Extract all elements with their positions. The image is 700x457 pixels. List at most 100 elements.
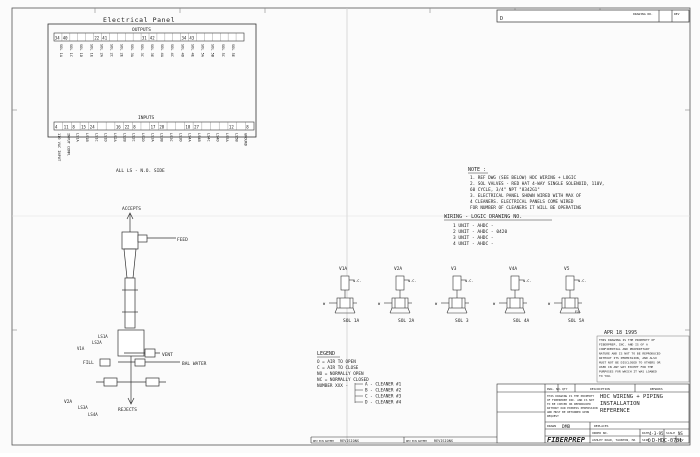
revisions-label-left: REVISIONS bbox=[340, 439, 359, 443]
drawn-label: DRAWN bbox=[547, 424, 556, 428]
legend-cleaner: D - CLEANER #4 bbox=[365, 400, 402, 406]
proprietary-line: AND MUST BE RETURNED UPON bbox=[547, 410, 589, 414]
qty-label: QTY bbox=[562, 387, 568, 391]
valve-w-mark: W bbox=[378, 302, 381, 306]
stamp-line: CONFIDENTIAL AND PROPRIETARY bbox=[599, 347, 650, 351]
valve-nc-mark: N.C. bbox=[408, 279, 416, 283]
output-label: SOL 1D bbox=[79, 44, 83, 57]
legend-cleaners: A - CLEANER #1B - CLEANER #2C - CLEANER … bbox=[355, 382, 402, 406]
dwg-no-label: DWG. NO. bbox=[547, 387, 562, 391]
solenoid-valve-5 bbox=[554, 275, 582, 314]
wiring-logic-item: 2 UNIT - AHDC - 0420 bbox=[453, 229, 507, 235]
valve-ex-mark: EX. bbox=[575, 310, 581, 314]
legend-cleaner: B - CLEANER #2 bbox=[365, 388, 402, 394]
input-label: LS4A bbox=[188, 133, 192, 142]
rejects-label: REJECTS bbox=[118, 407, 137, 413]
cleaner-head bbox=[121, 231, 139, 250]
stamp-line: THIS DRAWING IS THE PROPERTY OF bbox=[599, 338, 655, 342]
input-label: LS3B bbox=[160, 133, 164, 142]
input-terminal-number: 4 bbox=[55, 125, 58, 130]
size-label: SIZE bbox=[642, 438, 649, 442]
feed-label: FEED bbox=[177, 237, 188, 243]
stamp-line: USED IN ANY WAY EXCEPT FOR THE bbox=[599, 365, 653, 369]
output-terminal-number: 42 bbox=[150, 36, 155, 41]
output-terminal-number: 22 bbox=[94, 36, 99, 41]
cleaner-diagram bbox=[96, 212, 180, 405]
vent-label: VENT bbox=[162, 352, 173, 358]
sheet-border bbox=[11, 7, 691, 446]
stamp-line: TO YOU. bbox=[599, 374, 612, 378]
output-label: SOL 5B bbox=[211, 44, 215, 57]
input-label: LS5A bbox=[225, 133, 229, 142]
output-label: SOL 4D bbox=[180, 44, 184, 57]
input-label: LS3C bbox=[169, 133, 173, 142]
drawing-rev-label: REV bbox=[674, 12, 680, 16]
input-label: LS2D bbox=[141, 133, 145, 142]
drawing-title-line: REFERENCE bbox=[600, 408, 630, 414]
company-logo: FIBERPREP bbox=[547, 436, 586, 444]
input-terminal-number: 15 bbox=[81, 125, 86, 130]
wiring-logic-block: WIRING - LOGIC DRAWING NO. 1 UNIT - AHDC… bbox=[444, 214, 552, 247]
inputs-label: INPUTS bbox=[138, 115, 155, 121]
revision-header: DATE bbox=[325, 439, 332, 443]
input-terminal-number: 24 bbox=[90, 125, 95, 130]
panel-title: Electrical Panel bbox=[103, 16, 175, 24]
revision-header: ECN bbox=[412, 439, 417, 443]
accepts-arrow bbox=[126, 212, 134, 220]
input-label: LS2B bbox=[122, 133, 126, 142]
company-address: ASHLEY ROAD, TAUNTON, MA bbox=[592, 438, 636, 442]
output-label: SOL 1C bbox=[69, 44, 73, 57]
trap-chamber bbox=[117, 329, 145, 357]
input-label: LS4B bbox=[197, 133, 201, 142]
date-value: 4-3-95 bbox=[649, 431, 664, 436]
input-label: LS4C bbox=[206, 133, 210, 142]
solenoid-valve-2 bbox=[384, 275, 412, 314]
legend-item: NO = NORMALLY OPEN bbox=[317, 371, 364, 377]
revision-header: ECN bbox=[319, 439, 324, 443]
input-label: INPUT COMM. bbox=[66, 133, 70, 157]
title-block bbox=[310, 383, 690, 444]
output-label: SOL 2E bbox=[120, 44, 124, 57]
output-terminal-number: 43 bbox=[189, 36, 194, 41]
ls1a-label: LS1A bbox=[98, 334, 108, 339]
input-terminal-number: 12 bbox=[229, 125, 234, 130]
v2a-valve bbox=[103, 377, 118, 387]
input-terminal-number: 27 bbox=[194, 125, 199, 130]
stamp-line: MUST NOT BE DISCLOSED TO OTHERS OR bbox=[599, 361, 661, 365]
valve-label: V3 bbox=[451, 266, 457, 272]
rejects-arrow bbox=[127, 397, 135, 405]
drawing-number-label: DRAWING NO. bbox=[633, 12, 653, 16]
output-terminal-number: 34 bbox=[181, 36, 186, 41]
vent-valve bbox=[144, 348, 156, 358]
valve-label: V4A bbox=[509, 266, 517, 272]
description-label: DESCRIPTION bbox=[590, 387, 610, 391]
output-label: SOL 4E bbox=[190, 44, 194, 57]
drawing-number: D-HDC-0781 bbox=[652, 438, 682, 444]
cleaner-cone bbox=[123, 248, 137, 279]
fill-label: FILL bbox=[83, 360, 94, 366]
panel-outline bbox=[47, 23, 257, 138]
valve-nc-mark: N.C. bbox=[578, 279, 586, 283]
input-label: 110 VAC INPUT bbox=[57, 133, 61, 162]
bal-water-valve bbox=[134, 358, 146, 367]
input-label: LS3D bbox=[178, 133, 182, 142]
notes-title: NOTE : bbox=[468, 167, 486, 173]
input-label: GROUND bbox=[244, 133, 248, 146]
replaces-label: REPLACES bbox=[594, 424, 609, 428]
output-label: SOL 2A bbox=[99, 44, 103, 58]
revision-header: BY bbox=[424, 439, 428, 443]
rev-label: REV bbox=[678, 438, 684, 442]
input-terminal-number: 22 bbox=[125, 125, 130, 130]
note-line: 1. REF DWG (SEE BELOW) HDC WIRING + LOGI… bbox=[470, 175, 576, 181]
input-terminal-number: 8 bbox=[72, 125, 75, 130]
legend-item: NUMBER XXX - bbox=[317, 383, 348, 389]
input-terminal-number: 16 bbox=[116, 125, 121, 130]
reject-valve bbox=[145, 377, 160, 387]
